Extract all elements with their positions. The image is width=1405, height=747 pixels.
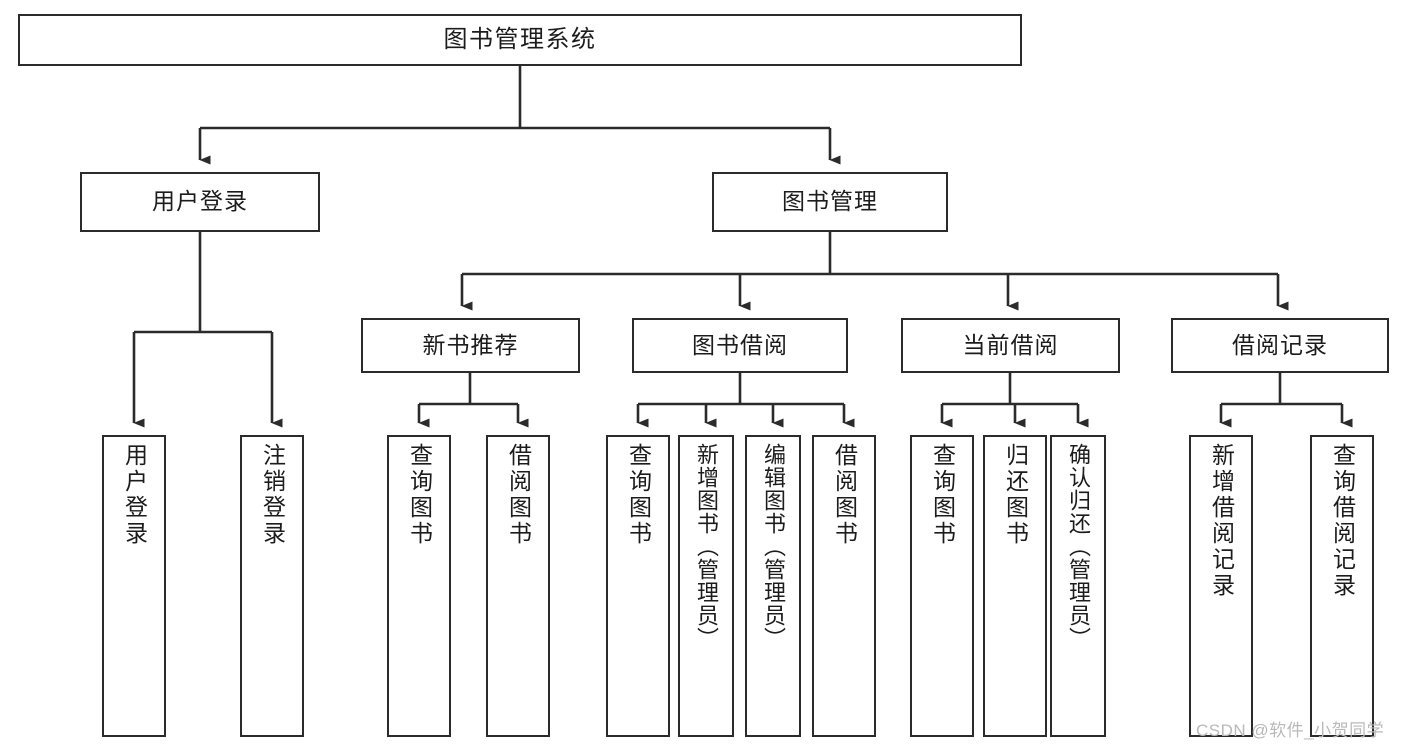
node-book-management-label: 图书管理 xyxy=(782,188,878,215)
node-book-management[interactable]: 图书管理 xyxy=(712,172,948,232)
node-root-system[interactable]: 图书管理系统 xyxy=(18,14,1022,66)
node-book-borrowing[interactable]: 图书借阅 xyxy=(632,318,848,373)
leaf-add-book-admin[interactable]: 新增图书（管理员） xyxy=(678,435,734,737)
leaf-return-book-label: 归还图书 xyxy=(1002,443,1029,547)
leaf-query-book-1[interactable]: 查询图书 xyxy=(387,435,451,737)
leaf-confirm-return[interactable]: 确认归还（管理员） xyxy=(1050,435,1106,737)
leaf-query-book-3-label: 查询图书 xyxy=(929,443,956,547)
leaf-borrow-book-2-label: 借阅图书 xyxy=(831,443,858,547)
node-book-borrowing-label: 图书借阅 xyxy=(692,331,788,358)
leaf-borrow-book-1[interactable]: 借阅图书 xyxy=(486,435,550,737)
leaf-user-login[interactable]: 用户登录 xyxy=(102,435,166,737)
node-new-book-recommendation[interactable]: 新书推荐 xyxy=(361,318,580,373)
leaf-query-record[interactable]: 查询借阅记录 xyxy=(1310,435,1374,737)
leaf-query-book-2-label: 查询图书 xyxy=(625,443,652,547)
node-user-login-label: 用户登录 xyxy=(152,188,248,215)
leaf-add-book-admin-label: 新增图书（管理员） xyxy=(694,443,719,650)
node-borrowing-record[interactable]: 借阅记录 xyxy=(1171,318,1389,373)
leaf-query-book-2[interactable]: 查询图书 xyxy=(606,435,670,737)
leaf-confirm-return-label: 确认归还（管理员） xyxy=(1066,443,1091,650)
node-current-borrowing[interactable]: 当前借阅 xyxy=(901,318,1120,373)
leaf-query-book-1-label: 查询图书 xyxy=(406,443,433,547)
leaf-user-login-label: 用户登录 xyxy=(121,443,148,547)
leaf-query-book-3[interactable]: 查询图书 xyxy=(910,435,974,737)
leaf-logout-login-label: 注销登录 xyxy=(259,443,286,547)
leaf-edit-book-admin-label: 编辑图书（管理员） xyxy=(761,443,786,650)
node-root-system-label: 图书管理系统 xyxy=(443,25,597,53)
leaf-logout-login[interactable]: 注销登录 xyxy=(240,435,304,737)
csdn-watermark: CSDN @软件_小贺同学 xyxy=(1196,721,1385,740)
node-borrowing-record-label: 借阅记录 xyxy=(1232,331,1328,358)
leaf-add-record[interactable]: 新增借阅记录 xyxy=(1189,435,1253,737)
node-current-borrowing-label: 当前借阅 xyxy=(962,331,1059,358)
node-user-login[interactable]: 用户登录 xyxy=(80,172,320,232)
node-new-book-recommendation-label: 新书推荐 xyxy=(422,331,519,358)
leaf-borrow-book-1-label: 借阅图书 xyxy=(505,443,532,547)
leaf-edit-book-admin[interactable]: 编辑图书（管理员） xyxy=(745,435,801,737)
leaf-borrow-book-2[interactable]: 借阅图书 xyxy=(812,435,876,737)
leaf-return-book[interactable]: 归还图书 xyxy=(983,435,1047,737)
leaf-add-record-label: 新增借阅记录 xyxy=(1208,443,1235,599)
leaf-query-record-label: 查询借阅记录 xyxy=(1329,443,1356,599)
